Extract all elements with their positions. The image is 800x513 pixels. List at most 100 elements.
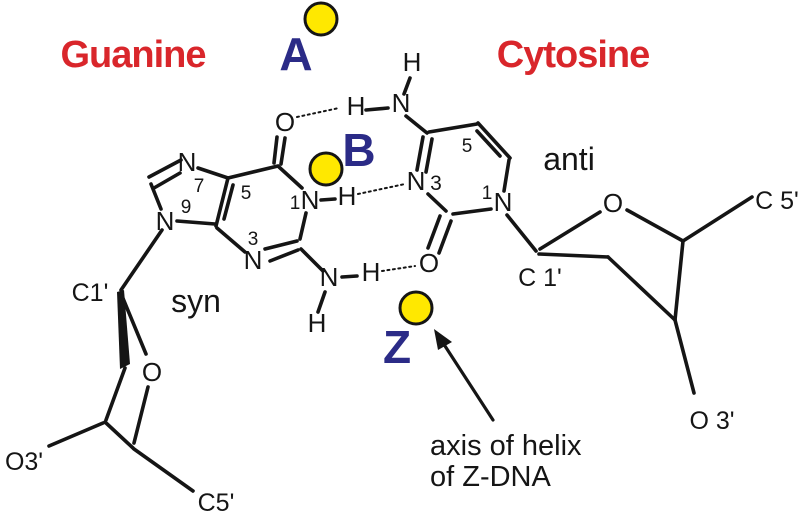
bond-n9-c1prime — [119, 228, 164, 292]
guanine-o6-label: O — [275, 107, 295, 137]
guanine-bonds — [119, 135, 359, 314]
cytosine-title: Cytosine — [497, 34, 649, 76]
guanine-title: Guanine — [60, 34, 205, 76]
bond-c4-n3-b — [424, 137, 434, 174]
guanine-n3-label: N — [244, 245, 263, 275]
bond-c5-c6-inner — [475, 129, 502, 158]
guanine-amino-h-right-label: H — [362, 257, 381, 287]
hbond-o6-h — [296, 107, 340, 118]
marker-a-label: A — [279, 28, 312, 80]
bond-c4-n3-a — [415, 135, 425, 172]
bond-n3-c4 — [215, 226, 247, 254]
left-c5prime-label: C5' — [198, 489, 235, 513]
right-o3prime-label: O 3' — [689, 407, 734, 435]
arrow-head — [434, 329, 452, 350]
hbond-h-n3 — [357, 183, 406, 195]
bond-n9-c4 — [175, 219, 217, 226]
cytosine-amino-n-label: N — [392, 88, 411, 118]
guanine-amino-h-down-label: H — [308, 308, 327, 338]
cytosine-num1: 1 — [482, 183, 493, 204]
guanine-n1-label: N — [301, 185, 320, 215]
marker-b-label: B — [342, 124, 375, 176]
bond-c4-c3-right — [673, 239, 685, 322]
guanine-sugar-bonds — [47, 290, 195, 493]
cytosine-amino-h-top-label: H — [403, 47, 422, 77]
anti-label: anti — [543, 141, 595, 177]
hydrogen-bonds — [296, 107, 416, 272]
bond-c5-c6 — [226, 164, 280, 180]
bond-c1-o4-right — [538, 210, 602, 251]
cytosine-amino-h-left-label: H — [347, 91, 366, 121]
bond-c2-o2-b — [437, 219, 453, 255]
cytosine-o2-label: O — [419, 248, 439, 278]
bond-c6-o6-b — [279, 136, 287, 166]
marker-circle-z — [398, 290, 434, 326]
bond-c2-c3-right — [606, 255, 677, 322]
guanine-atom-labels: O N 7 N 9 5 1 N H 3 N N H H — [156, 107, 381, 338]
bond-aminoN-h-down — [316, 290, 327, 314]
wedge-c1-c2 — [117, 290, 130, 369]
bond-n1-h — [319, 197, 337, 202]
bond-c3-c4-left — [103, 420, 135, 450]
bond-c4-c5-inner — [222, 183, 235, 221]
bond-n1-c1prime — [505, 213, 538, 253]
bond-n1-c2 — [298, 211, 308, 241]
left-o3prime-label: O3' — [5, 448, 43, 476]
sugar-labels: C1' O O3' C5' C 1' O C 5' O 3' — [5, 187, 799, 513]
cytosine-bonds — [364, 76, 538, 255]
bond-c1-o4-left — [120, 294, 148, 356]
bond-c6-n1 — [502, 158, 511, 193]
arrow-shaft — [443, 344, 495, 422]
guanine-n9-label: N — [156, 206, 175, 236]
bond-c5-c6 — [476, 121, 512, 160]
guanine-n1-h-label: H — [338, 181, 357, 211]
bond-c6-o6-a — [272, 135, 279, 165]
axis-arrow — [434, 329, 495, 422]
bond-n1-c2 — [451, 207, 493, 216]
bond-c1-c2-right — [537, 252, 610, 259]
bond-c3-o3-right — [673, 318, 696, 395]
bond-c2-c3-left — [104, 366, 127, 422]
bond-c2-aminoN — [299, 247, 325, 273]
bond-c3-o3-left — [47, 421, 105, 448]
bond-c2-o2-a — [426, 214, 442, 250]
bond-c8-n7-b — [152, 171, 182, 190]
syn-label: syn — [171, 283, 221, 319]
cytosine-num5: 5 — [462, 136, 473, 157]
guanine-num3: 3 — [248, 229, 259, 250]
bond-c8-n9 — [149, 182, 163, 211]
cytosine-num3: 3 — [430, 172, 442, 195]
right-c5prime-label: C 5' — [755, 187, 799, 215]
right-c1prime-label: C 1' — [518, 264, 562, 292]
guanine-n7-label: N — [178, 147, 197, 177]
marker-circle-b — [308, 151, 344, 187]
bond-c2-n3-a — [263, 239, 299, 251]
guanine-amino-n-label: N — [320, 262, 339, 292]
cytosine-atom-labels: H N H 5 N 3 1 N O — [347, 47, 513, 278]
bond-c4-c5-right — [681, 195, 754, 243]
cytosine-n3-label: N — [407, 166, 426, 196]
guanine-num5: 5 — [241, 183, 252, 204]
bond-c8-n7-a — [147, 158, 183, 179]
bond-c4-c5 — [214, 176, 230, 228]
right-o4prime-label: O — [603, 188, 623, 218]
bond-hleft-n4 — [364, 106, 390, 112]
axis-caption-line1: axis of helix — [430, 430, 582, 462]
guanine-num1: 1 — [290, 193, 301, 214]
bond-htop-n4 — [402, 76, 412, 96]
bond-c6-n1 — [277, 165, 304, 190]
left-c1prime-label: C1' — [72, 279, 109, 307]
bond-c2-n3-b — [268, 248, 300, 263]
cytosine-sugar-bonds — [537, 195, 754, 395]
bond-aminoN-h-right — [340, 274, 359, 279]
bond-o4-c4-left — [132, 385, 150, 445]
cytosine-n1-label: N — [494, 187, 513, 217]
bond-n4-c4 — [404, 114, 429, 135]
marker-circle-a — [303, 1, 339, 37]
guanine-num9: 9 — [181, 197, 192, 218]
marker-z-label: Z — [383, 321, 411, 373]
hbond-h-o2 — [381, 265, 416, 272]
left-o4prime-label: O — [142, 357, 162, 387]
